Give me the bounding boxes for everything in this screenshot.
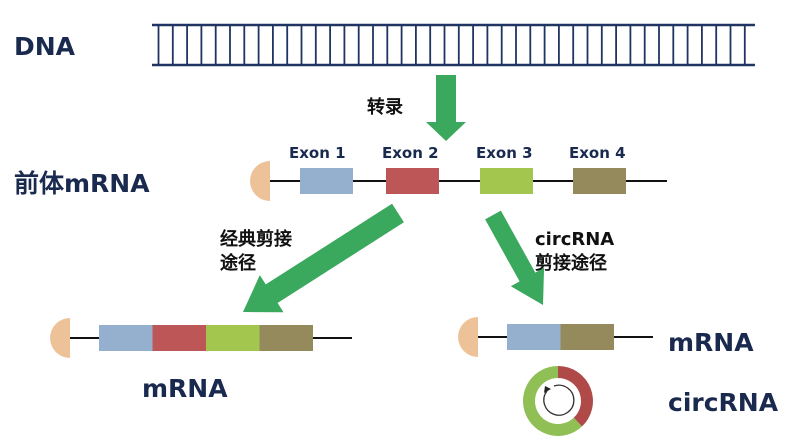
circrna-exon-3-segment xyxy=(523,366,582,436)
rotation-arrow-icon xyxy=(543,384,575,416)
mrna-right-5prime-cap xyxy=(458,317,478,357)
pre-mrna-exon-3 xyxy=(480,168,533,194)
exon-2-label: Exon 2 xyxy=(382,144,439,162)
transcription-label: 转录 xyxy=(367,97,403,118)
mrna-left-exon-3 xyxy=(206,325,260,351)
mrna-right-exon-4 xyxy=(560,324,614,350)
pre-mrna-5prime-cap xyxy=(250,161,270,201)
transcription-arrow xyxy=(426,75,466,141)
mrna-right-label: mRNA xyxy=(668,328,754,357)
exon-4-label: Exon 4 xyxy=(569,144,626,162)
canonical-mrna-strand xyxy=(50,318,352,358)
circrna-label: circRNA xyxy=(668,388,779,417)
mrna-left-5prime-cap xyxy=(50,318,70,358)
pre-mrna-exon-1 xyxy=(300,168,353,194)
circrna-exon-2-segment xyxy=(558,366,594,427)
mrna-left-exon-2 xyxy=(152,325,206,351)
mrna-left-exon-1 xyxy=(99,325,153,351)
exon-3-label: Exon 3 xyxy=(476,144,533,162)
circrna-ring xyxy=(523,366,594,436)
pre-mrna-label: 前体mRNA xyxy=(14,169,150,198)
pre-mrna-exon-4 xyxy=(573,168,626,194)
process-arrows xyxy=(243,75,545,313)
circ-splicing-label-line1: circRNA xyxy=(535,229,615,250)
mrna-left-label: mRNA xyxy=(142,374,228,403)
circ-splicing-arrow xyxy=(485,210,545,305)
exon-1-label: Exon 1 xyxy=(289,144,346,162)
pre-mrna-exon-2 xyxy=(386,168,439,194)
dna-label: DNA xyxy=(14,32,76,61)
canonical-splicing-label-line1: 经典剪接 xyxy=(220,229,292,250)
mrna-right-exon-1 xyxy=(507,324,561,350)
dna-double-strand xyxy=(152,23,755,67)
pre-mrna-strand xyxy=(250,161,667,201)
circ-splicing-label-line2: 剪接途径 xyxy=(535,253,607,274)
rotation-arrowhead-icon xyxy=(544,386,551,393)
canonical-splicing-arrow xyxy=(243,203,404,313)
exon-skipped-mrna-strand xyxy=(458,317,653,357)
canonical-splicing-label-line2: 途径 xyxy=(220,253,256,274)
mrna-left-exon-4 xyxy=(259,325,313,351)
